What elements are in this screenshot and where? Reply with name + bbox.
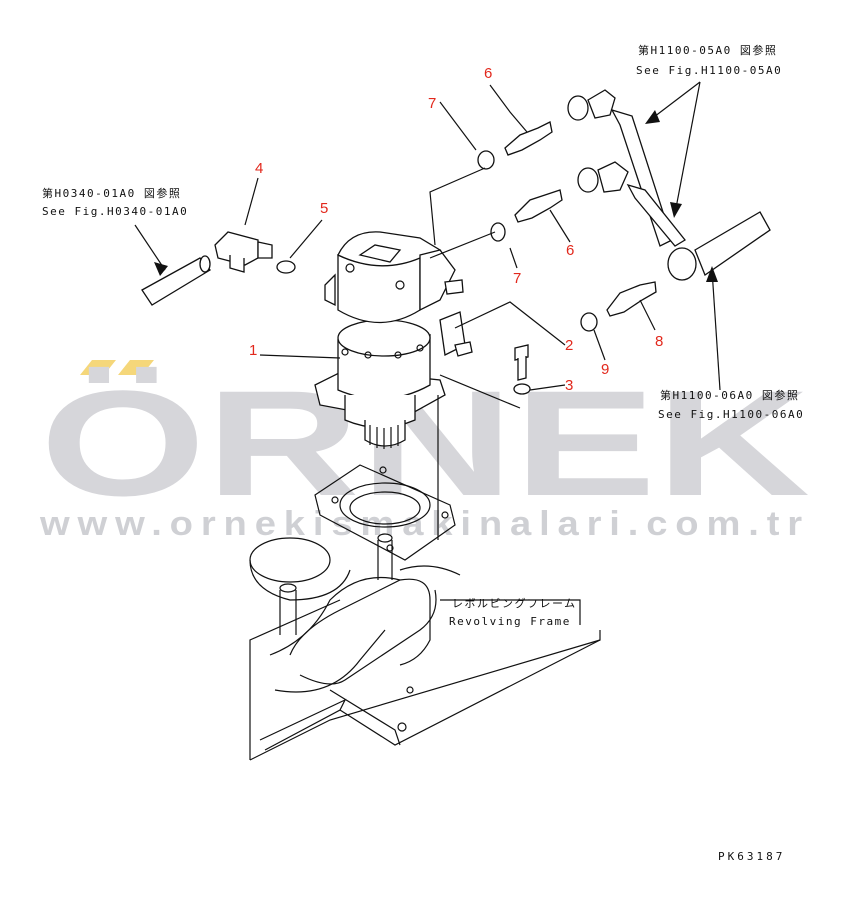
o-ring-5 [276, 260, 296, 274]
reference-h0340: 第H0340-01A0 図参照 See Fig.H0340-01A0 [42, 186, 188, 218]
revolving-frame [249, 533, 601, 761]
reference-h0340-jp: 第H0340-01A0 図参照 [42, 186, 181, 200]
o-ring-7-lower [490, 222, 506, 242]
callout-7-upper: 7 [428, 95, 436, 112]
swing-motor [314, 231, 473, 449]
callout-4: 4 [255, 160, 263, 177]
washer [513, 383, 531, 395]
hose-left-end [199, 255, 211, 273]
drawing-code: PK63187 [718, 850, 785, 863]
callout-2: 2 [565, 337, 573, 354]
reference-h1100-06-jp: 第H1100-06A0 図参照 [660, 388, 799, 402]
watermark-accent-right [118, 360, 154, 375]
adapter-6-lower [514, 189, 563, 223]
reference-frame: レボルビングフレーム Revolving Frame [449, 596, 577, 628]
adapter-6-upper [504, 121, 553, 156]
reference-h1100-05: 第H1100-05A0 図参照 See Fig.H1100-05A0 [636, 43, 782, 77]
callout-5: 5 [320, 200, 328, 217]
callout-9: 9 [601, 361, 609, 378]
reference-h1100-05-en: See Fig.H1100-05A0 [636, 64, 782, 77]
mounting-plate [314, 464, 456, 561]
callout-6-upper: 6 [484, 65, 492, 82]
reference-frame-jp: レボルビングフレーム [452, 596, 577, 610]
callout-6-lower: 6 [566, 242, 574, 259]
reference-h0340-en: See Fig.H0340-01A0 [42, 205, 188, 218]
reference-h1100-06: 第H1100-06A0 図参照 See Fig.H1100-06A0 [658, 388, 804, 421]
watermark-url: www.ornekismakinalari.com.tr [39, 505, 810, 543]
adapter-8 [606, 281, 657, 317]
leader-lines [134, 81, 721, 625]
callout-3: 3 [565, 377, 573, 394]
elbow-fitting [214, 231, 273, 273]
hoses-right [567, 89, 771, 281]
hose-left [141, 257, 211, 306]
callout-8: 8 [655, 333, 663, 350]
reference-h1100-06-en: See Fig.H1100-06A0 [658, 408, 804, 421]
bolt [514, 344, 529, 361]
reference-h1100-05-jp: 第H1100-05A0 図参照 [638, 43, 777, 57]
watermark-accent-left [80, 360, 116, 375]
callouts: 1 2 3 4 5 6 6 7 7 8 9 [249, 65, 663, 394]
o-ring-9 [580, 312, 598, 332]
o-ring-7-upper [477, 150, 495, 170]
callout-7-lower: 7 [513, 270, 521, 287]
reference-frame-en: Revolving Frame [449, 615, 571, 628]
callout-1: 1 [249, 342, 257, 359]
